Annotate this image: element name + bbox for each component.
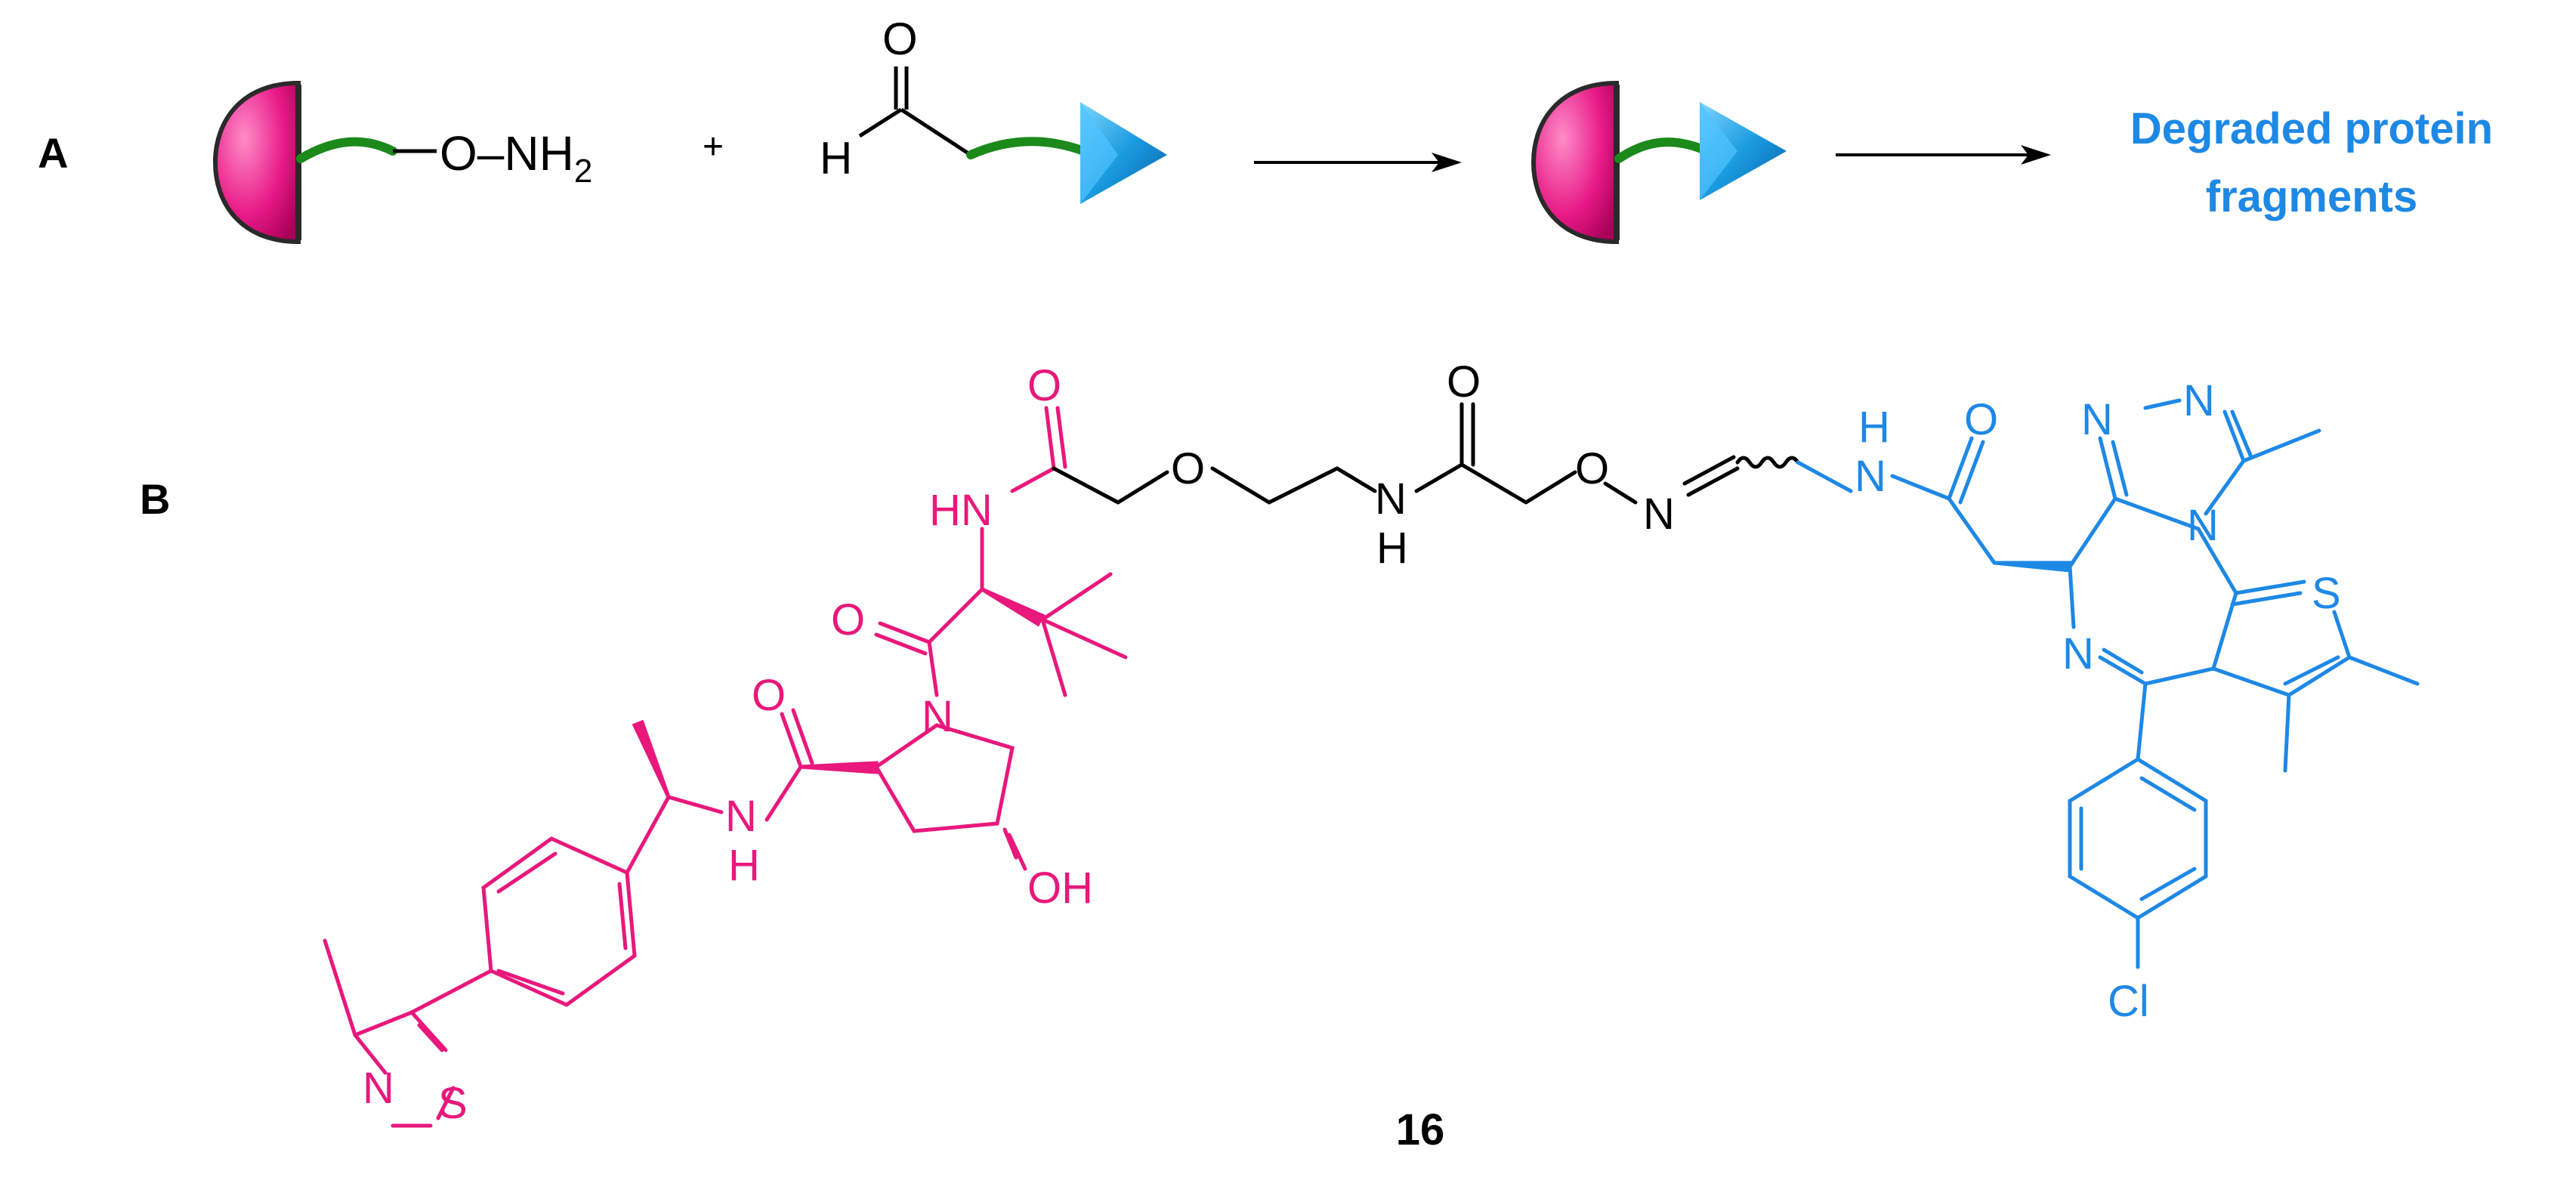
jq1-ligand-structure — [1796, 398, 2420, 969]
linker-nh-h: H — [1376, 524, 1408, 573]
jq1-nh-h: H — [1858, 403, 1890, 452]
aminooxy-label: O–NH2 — [440, 126, 592, 190]
vhl-amide2-o: O — [752, 671, 786, 720]
vhl-oh: OH — [1027, 864, 1093, 913]
oxime-o: O — [1575, 444, 1609, 493]
linker-carbonyl-o: O — [1447, 357, 1481, 406]
vhl-amide-o: O — [1027, 361, 1061, 410]
arrow-2 — [1836, 145, 2051, 165]
panel-a-label: A — [38, 129, 68, 177]
panel-b-label: B — [140, 475, 170, 523]
thiazole-n: N — [363, 1064, 394, 1113]
triazole-n1: N — [2081, 395, 2113, 444]
target-ligand-icon — [1080, 102, 1167, 204]
fragments-text: fragments — [2206, 172, 2417, 221]
vhl-nh: N — [725, 792, 757, 841]
vhl-hn: HN — [929, 486, 993, 535]
thiazole-s: S — [438, 1079, 468, 1128]
green-linker-1 — [296, 137, 397, 163]
diazepine-n: N — [2062, 629, 2094, 678]
degraded-protein-text: Degraded protein — [2130, 104, 2493, 153]
triazole-n3: N — [2187, 501, 2219, 550]
vhl-n-pyrrolidine: N — [922, 692, 953, 741]
vhl-ligand-structure — [323, 406, 1128, 1128]
aldehyde-h: H — [820, 133, 852, 184]
oxime-n: N — [1643, 490, 1675, 539]
thiophene-s: S — [2312, 569, 2341, 618]
vhl-nh-h: H — [728, 841, 760, 890]
chloro: Cl — [2108, 977, 2149, 1026]
vhl-ligand-icon — [212, 80, 301, 245]
green-linker-2 — [966, 137, 1089, 159]
arrow-1 — [1254, 153, 1462, 172]
linker-structure — [1052, 402, 1800, 505]
plus-sign: + — [703, 127, 724, 167]
vhl-o2: O — [831, 595, 865, 644]
jq1-amide-o: O — [1964, 395, 1998, 444]
compound-number: 16 — [1396, 1105, 1445, 1154]
triazole-n2: N — [2183, 376, 2215, 425]
protac-product-icon — [1530, 80, 1787, 245]
aldehyde-o: O — [882, 14, 918, 64]
jq1-nh: N — [1855, 452, 1886, 501]
linker-nh: N — [1375, 474, 1407, 524]
linker-o1: O — [1171, 444, 1205, 493]
